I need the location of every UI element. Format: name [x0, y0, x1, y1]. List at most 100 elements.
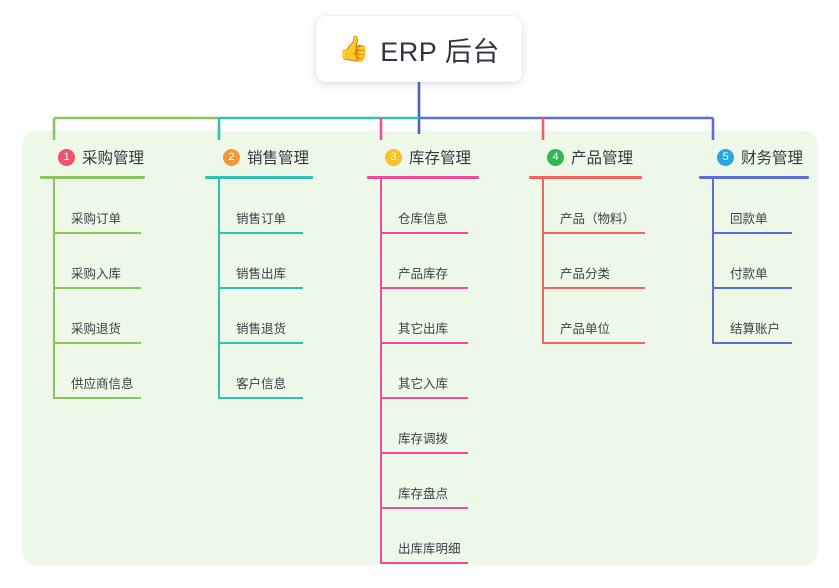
branch-item-rule — [218, 341, 303, 344]
branch-item-label: 库存盘点 — [398, 486, 449, 501]
branch-item[interactable]: 销售出库 — [205, 234, 313, 289]
branch-item[interactable]: 出库库明细 — [367, 509, 479, 564]
branch-item[interactable]: 产品单位 — [529, 289, 645, 344]
branch-item-label: 结算账户 — [730, 321, 781, 336]
branch-item-label: 销售订单 — [236, 211, 287, 226]
branch-column-5: 5 财务管理回款单付款单结算账户 — [699, 146, 809, 344]
branch-item[interactable]: 客户信息 — [205, 344, 313, 399]
branch-title: 财务管理 — [741, 150, 804, 167]
branch-title: 库存管理 — [409, 150, 472, 167]
diagram-panel — [22, 131, 818, 565]
branch-item-label: 其它入库 — [398, 376, 449, 391]
branch-item[interactable]: 付款单 — [699, 234, 809, 289]
branch-column-2: 2 销售管理销售订单销售出库销售退货客户信息 — [205, 146, 313, 399]
branch-item[interactable]: 产品分类 — [529, 234, 645, 289]
branch-item-label: 仓库信息 — [398, 211, 449, 226]
branch-item-rule — [380, 506, 468, 509]
branch-item-label: 采购入库 — [71, 266, 122, 281]
branch-number-badge: 3 — [385, 148, 402, 166]
branch-item-label: 产品分类 — [560, 266, 611, 281]
branch-item[interactable]: 库存盘点 — [367, 454, 479, 509]
branch-column-4: 4 产品管理产品（物料） 产品分类产品单位 — [529, 146, 645, 344]
page-title: ERP 后台 — [380, 36, 500, 67]
branch-item-label: 付款单 — [730, 266, 768, 281]
branch-spine — [712, 178, 714, 344]
branch-item-rule — [712, 286, 792, 289]
branch-item-rule — [542, 341, 645, 344]
branch-item-label: 回款单 — [730, 211, 768, 226]
branch-item-rule — [53, 231, 141, 234]
branch-item-rule — [380, 561, 468, 564]
branch-header-rule — [529, 176, 642, 179]
branch-spine — [380, 178, 382, 564]
branch-item[interactable]: 销售订单 — [205, 179, 313, 234]
branch-header-5[interactable]: 5 财务管理 — [717, 146, 809, 168]
branch-item-rule — [380, 286, 468, 289]
branch-item[interactable]: 其它出库 — [367, 289, 479, 344]
branch-item-rule — [380, 341, 468, 344]
branch-item-rule — [712, 231, 792, 234]
branch-title: 产品管理 — [571, 150, 634, 167]
branch-header-2[interactable]: 2 销售管理 — [223, 146, 313, 168]
branch-item[interactable]: 其它入库 — [367, 344, 479, 399]
branch-item-rule — [380, 396, 468, 399]
branch-item-label: 出库库明细 — [398, 541, 461, 556]
branch-item-label: 产品库存 — [398, 266, 449, 281]
branch-header-rule — [40, 176, 145, 179]
branch-item[interactable]: 销售退货 — [205, 289, 313, 344]
branch-header-rule — [699, 176, 809, 179]
branch-item-label: 库存调拨 — [398, 431, 449, 446]
branch-item-list: 采购订单采购入库采购退货供应商信息 — [40, 178, 145, 399]
branch-item-rule — [53, 396, 141, 399]
branch-spine — [218, 178, 220, 399]
branch-item-label: 客户信息 — [236, 376, 287, 391]
branch-header-4[interactable]: 4 产品管理 — [547, 146, 642, 168]
branch-item[interactable]: 产品库存 — [367, 234, 479, 289]
root-node-card[interactable]: 👍 ERP 后台 — [316, 16, 522, 82]
branch-item-label: 其它出库 — [398, 321, 449, 336]
branch-item[interactable]: 供应商信息 — [40, 344, 145, 399]
branch-item-label: 采购订单 — [71, 211, 122, 226]
branch-item[interactable]: 回款单 — [699, 179, 809, 234]
branch-spine — [53, 178, 55, 399]
branch-item-label: 销售退货 — [236, 321, 287, 336]
branch-item-rule — [542, 231, 645, 234]
branch-item[interactable]: 库存调拨 — [367, 399, 479, 454]
branch-item-label: 采购退货 — [71, 321, 122, 336]
branch-number-badge: 1 — [58, 148, 75, 166]
branch-header-rule — [205, 176, 313, 179]
branch-item-label: 供应商信息 — [71, 376, 134, 391]
branch-item[interactable]: 产品（物料） — [529, 179, 645, 234]
branch-item-rule — [53, 286, 141, 289]
branch-item[interactable]: 采购退货 — [40, 289, 145, 344]
branch-number-badge: 5 — [717, 148, 734, 166]
branch-item[interactable]: 采购入库 — [40, 234, 145, 289]
branch-item-label: 产品单位 — [560, 321, 611, 336]
branch-item[interactable]: 结算账户 — [699, 289, 809, 344]
branch-item-rule — [218, 231, 303, 234]
branch-header-rule — [367, 176, 479, 179]
branch-column-3: 3 库存管理仓库信息产品库存其它出库其它入库库存调拨库存盘点出库库明细 — [367, 146, 479, 564]
thumbs-up-icon: 👍 — [338, 34, 370, 63]
branch-number-badge: 2 — [223, 148, 240, 166]
branch-item[interactable]: 仓库信息 — [367, 179, 479, 234]
branch-item-rule — [542, 286, 645, 289]
branch-item-rule — [380, 451, 468, 454]
branch-number-badge: 4 — [547, 148, 564, 166]
branch-item-rule — [712, 341, 792, 344]
branch-item-label: 产品（物料） — [560, 211, 636, 226]
branch-item-rule — [380, 231, 468, 234]
branch-item[interactable]: 采购订单 — [40, 179, 145, 234]
branch-item-list: 产品（物料） 产品分类产品单位 — [529, 178, 645, 344]
branch-item-label: 销售出库 — [236, 266, 287, 281]
branch-item-rule — [218, 286, 303, 289]
branch-header-3[interactable]: 3 库存管理 — [385, 146, 479, 168]
branch-item-list: 销售订单销售出库销售退货客户信息 — [205, 178, 313, 399]
branch-title: 销售管理 — [247, 150, 310, 167]
branch-item-rule — [53, 341, 141, 344]
branch-item-rule — [218, 396, 303, 399]
branch-item-list: 仓库信息产品库存其它出库其它入库库存调拨库存盘点出库库明细 — [367, 178, 479, 564]
